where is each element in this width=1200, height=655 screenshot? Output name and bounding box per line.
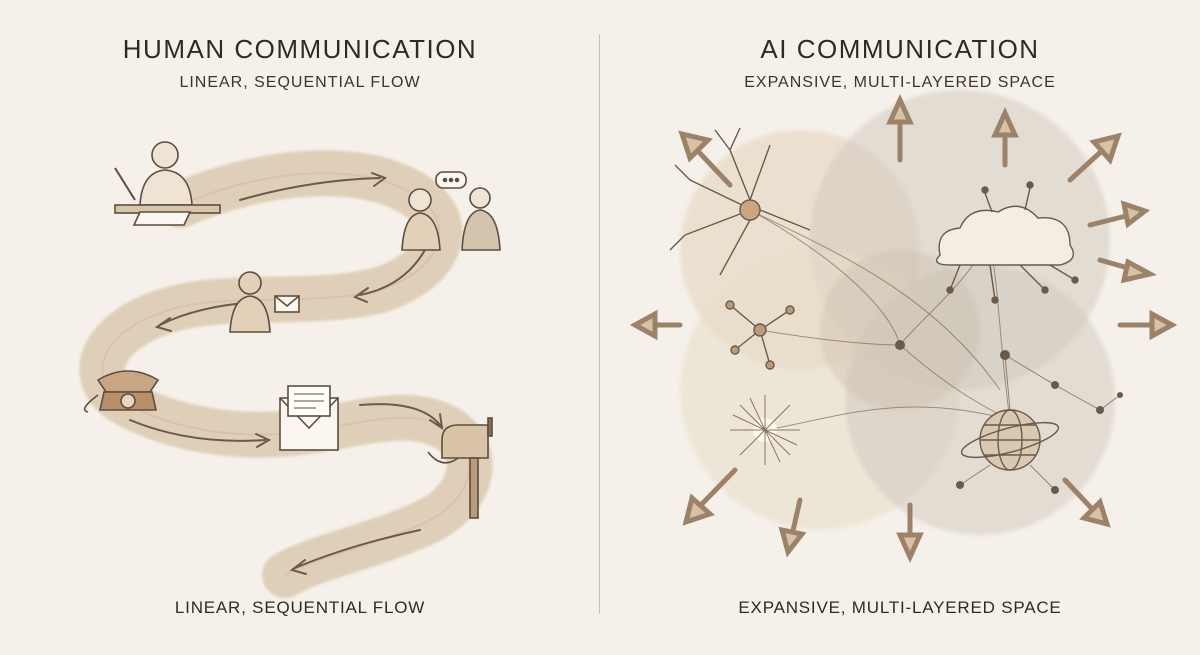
molecule-icon [725,300,795,370]
human-subtitle: LINEAR, SEQUENTIAL FLOW [179,74,421,91]
human-panel: HUMAN COMMUNICATION LINEAR, SEQUENTIAL F… [79,34,501,617]
arrow-5 [359,403,441,426]
arrow-1 [239,177,381,201]
arrow-4 [129,419,266,442]
arrow-6 [294,529,421,569]
envelope-icon [279,385,339,451]
conversation-icon [401,171,501,251]
ai-panel: AI COMMUNICATION EXPANSIVE, MULTI-LAYERE… [600,0,1200,655]
mailbox-icon [427,417,493,519]
cloud-network-icon [936,181,1079,304]
linear-flow-diagram [79,141,501,598]
neuron-icon [669,127,811,276]
center-divider [599,34,600,614]
telephone-icon [83,370,160,413]
light-burst-icon [730,395,800,465]
letter-reader-icon [229,271,300,333]
expansive-space-diagram [629,90,1178,564]
ai-subtitle: EXPANSIVE, MULTI-LAYERED SPACE [744,74,1056,91]
writer-icon [114,141,221,226]
connection-lines [749,209,1011,431]
ai-title: AI COMMUNICATION [760,34,1040,64]
radiating-arrows [629,93,1178,564]
ai-caption: EXPANSIVE, MULTI-LAYERED SPACE [738,598,1062,617]
human-title: HUMAN COMMUNICATION [122,34,478,64]
human-caption: LINEAR, SEQUENTIAL FLOW [174,598,426,617]
